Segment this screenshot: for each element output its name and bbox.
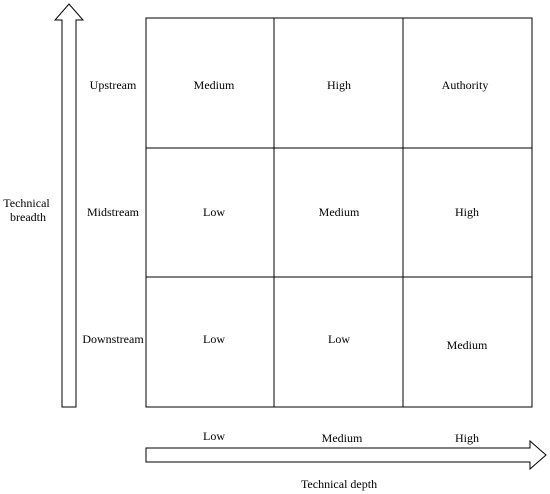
x-axis-label: Technical depth [301, 477, 377, 491]
y-axis-label-line2: breadth [10, 210, 46, 224]
cell-midstream-low: Low [203, 205, 225, 219]
horizontal-axis-arrow [145, 439, 547, 471]
matrix-grid [145, 17, 533, 408]
y-axis-label-line1: Technical [3, 196, 50, 210]
matrix-border [145, 17, 533, 408]
cell-downstream-high: Medium [447, 338, 488, 352]
cell-upstream-high: Authority [442, 78, 489, 92]
column-label-high: High [455, 431, 479, 445]
vertical-axis-arrow [53, 3, 85, 408]
cell-downstream-low: Low [203, 332, 225, 346]
column-label-low: Low [203, 429, 225, 443]
row-label-downstream: Downstream [82, 332, 144, 346]
column-label-medium: Medium [322, 431, 363, 445]
cell-downstream-medium: Low [328, 332, 350, 346]
row-label-upstream: Upstream [90, 78, 137, 92]
y-axis-label: Technical breadth [3, 196, 52, 224]
cell-upstream-low: Medium [194, 78, 235, 92]
row-label-midstream: Midstream [87, 205, 140, 219]
cell-midstream-medium: Medium [319, 205, 360, 219]
cell-midstream-high: High [455, 205, 479, 219]
cell-upstream-medium: High [327, 78, 351, 92]
